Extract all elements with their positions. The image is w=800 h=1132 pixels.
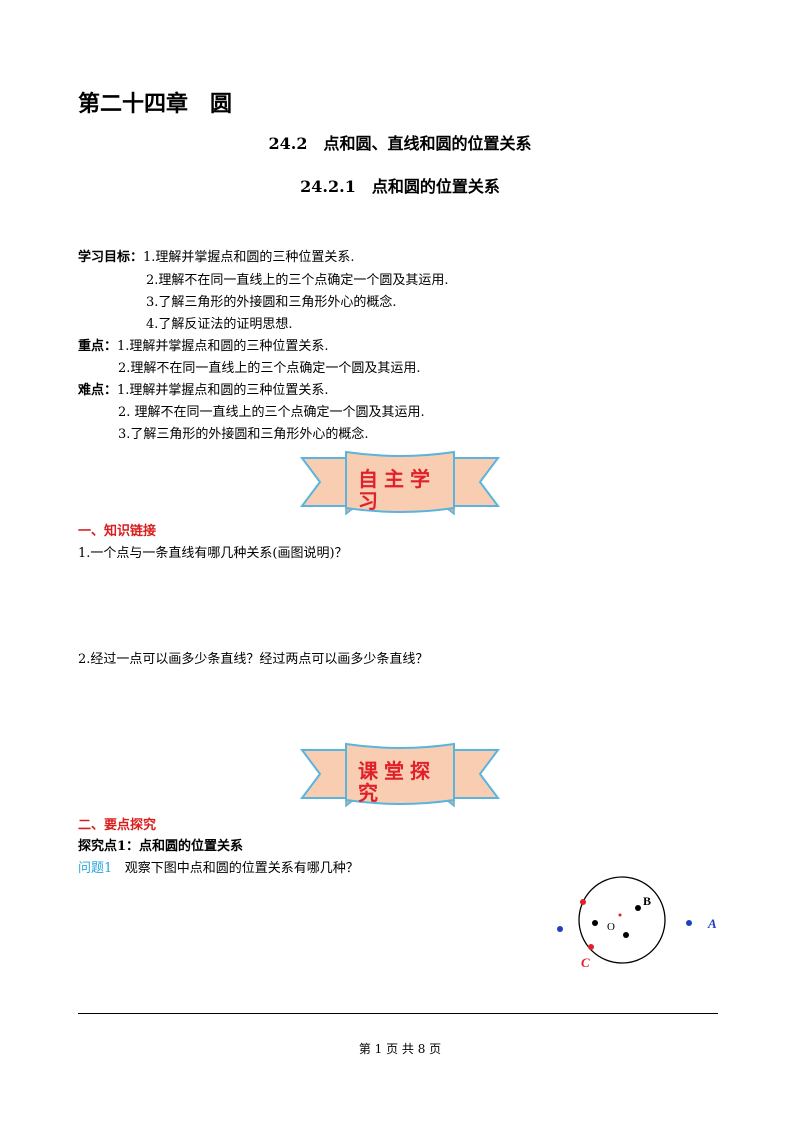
goal-item: 1.理解并掌握点和圆的三种位置关系. (143, 250, 355, 265)
label-b: B (643, 894, 651, 908)
footer-rule (78, 1013, 718, 1014)
ribbon-title-line1: 课堂探 (358, 759, 436, 783)
question-text: 观察下图中点和圆的位置关系有哪几种？ (124, 861, 359, 876)
goal-item: 4.了解反证法的证明思想. (146, 317, 293, 332)
label-a: A (707, 916, 717, 931)
key-item: 2.理解不在同一直线上的三个点确定一个圆及其运用. (118, 361, 421, 376)
goals-label: 学习目标： (78, 250, 144, 265)
inner-point (635, 905, 641, 911)
question-1: 1.一个点与一条直线有哪几种关系(画图说明)？ (78, 546, 348, 561)
ribbon-banner-classroom: 课堂探 究 (300, 742, 500, 814)
section-heading-explore: 二、要点探究 (78, 818, 157, 833)
section-heading-knowledge: 一、知识链接 (78, 524, 157, 539)
difficult-item: 3.了解三角形的外接圆和三角形外心的概念. (118, 427, 369, 442)
key-row-1: 重点：1.理解并掌握点和圆的三种位置关系. (78, 335, 329, 354)
ribbon-title-line2: 究 (358, 781, 384, 805)
center-point-o (618, 913, 622, 917)
section-title: 24.2 点和圆、直线和圆的位置关系 (268, 134, 532, 153)
key-label: 重点： (78, 339, 118, 354)
ribbon-title-line1: 自主学 (358, 467, 436, 491)
outer-point-left (557, 926, 563, 932)
chapter-title: 第二十四章 圆 (78, 91, 233, 117)
question-2: 2.经过一点可以画多少条直线？经过两点可以画多少条直线？ (78, 652, 429, 667)
goals-row-1: 学习目标：1.理解并掌握点和圆的三种位置关系. (78, 246, 355, 265)
inner-point (623, 932, 629, 938)
subsection-title: 24.2.1 点和圆的位置关系 (300, 177, 500, 196)
point-on-circle-top (580, 899, 586, 905)
goal-item: 3.了解三角形的外接圆和三角形外心的概念. (146, 295, 397, 310)
label-o: O (607, 921, 615, 933)
question-row: 问题1 观察下图中点和圆的位置关系有哪几种？ (78, 857, 359, 876)
point-circle-figure: B O A C (557, 876, 717, 970)
explore-topic: 探究点1：点和圆的位置关系 (78, 839, 244, 854)
ribbon-banner-self-study: 自主学 习 (300, 450, 500, 522)
label-c: C (581, 955, 590, 970)
ribbon-icon (300, 742, 500, 808)
circle-shape (578, 876, 666, 964)
goal-item: 2.理解不在同一直线上的三个点确定一个圆及其运用. (146, 273, 449, 288)
key-item: 1.理解并掌握点和圆的三种位置关系. (117, 339, 329, 354)
point-c (588, 944, 594, 950)
ribbon-icon (300, 450, 500, 516)
point-a (686, 920, 692, 926)
difficult-row-1: 难点：1.理解并掌握点和圆的三种位置关系. (78, 379, 329, 398)
question-label: 问题1 (78, 861, 113, 876)
ribbon-title-line2: 习 (358, 489, 384, 513)
page-number: 第 1 页 共 8 页 (358, 1042, 442, 1056)
difficult-item: 1.理解并掌握点和圆的三种位置关系. (117, 383, 329, 398)
difficult-item: 2. 理解不在同一直线上的三个点确定一个圆及其运用. (118, 405, 425, 420)
difficult-label: 难点： (78, 383, 118, 398)
inner-point (592, 920, 598, 926)
